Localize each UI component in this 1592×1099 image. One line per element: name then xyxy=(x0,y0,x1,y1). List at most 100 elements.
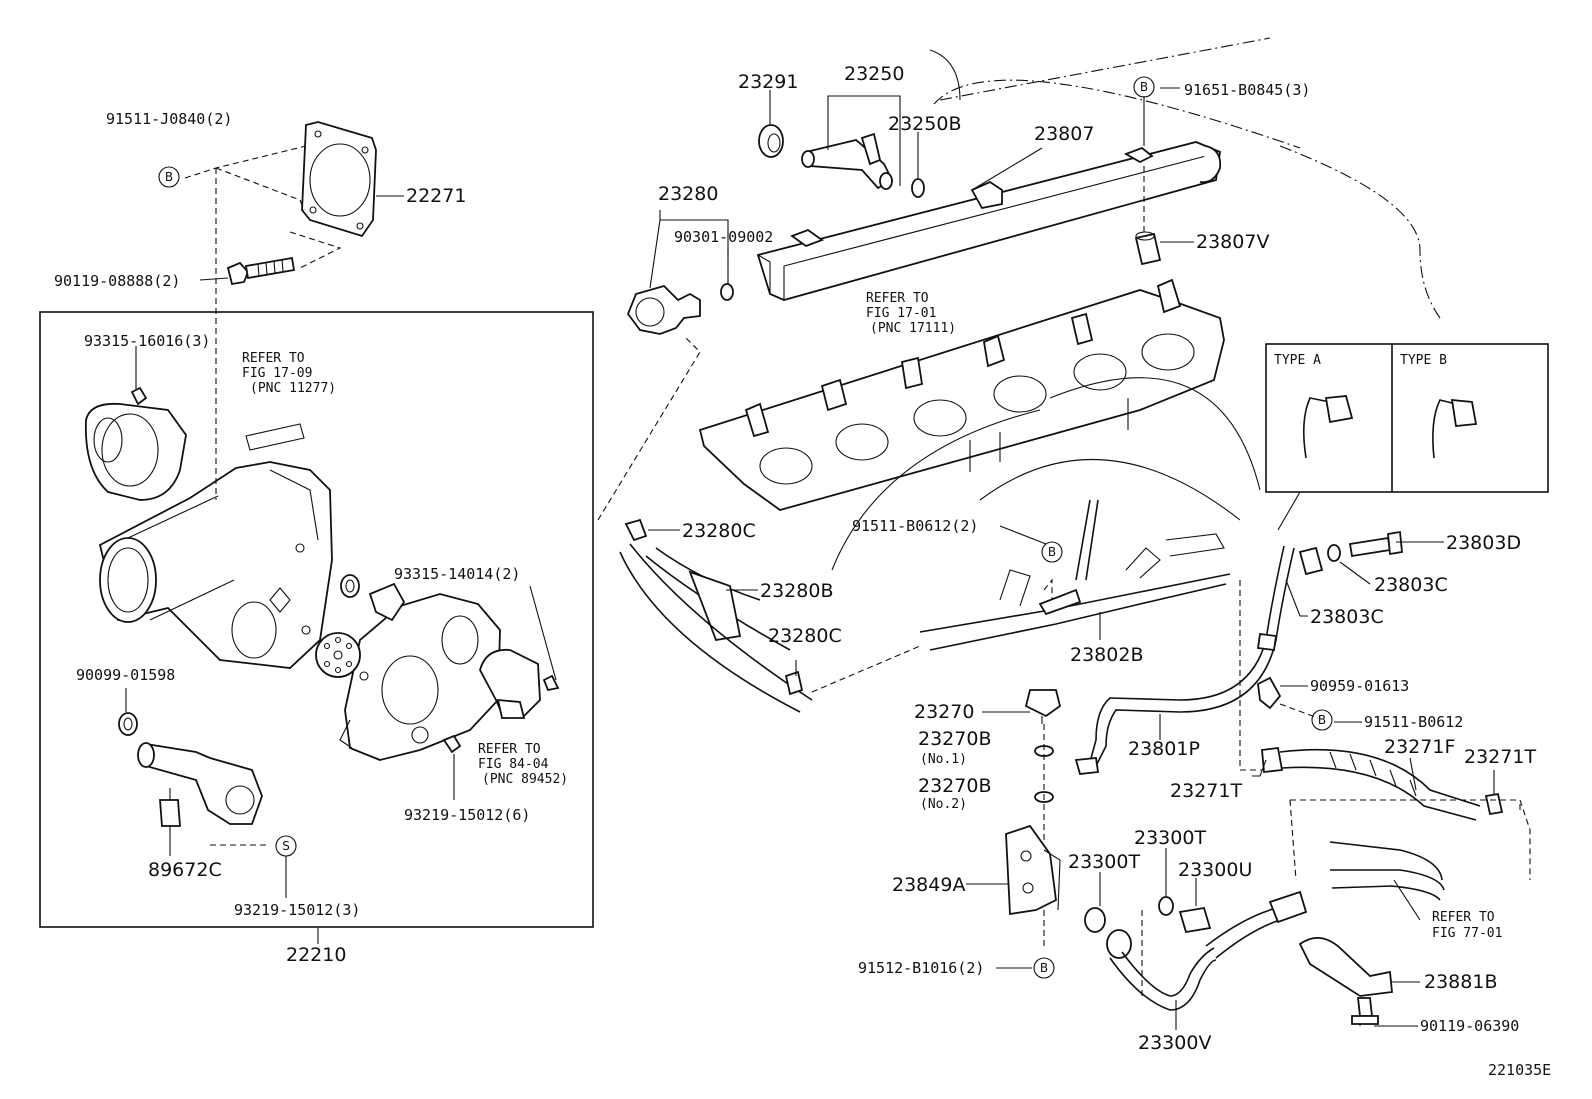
label-22210: 22210 xyxy=(286,944,346,966)
label-23300T-b: 23300T xyxy=(1068,851,1140,873)
bolt-90119-08888 xyxy=(226,256,296,286)
label-90301-09002: 90301-09002 xyxy=(674,228,773,246)
svg-text:B: B xyxy=(1140,80,1148,94)
symbol-s-1: S xyxy=(275,835,297,857)
label-23270B-2-note: (No.2) xyxy=(920,797,967,812)
throttle-body xyxy=(98,461,333,669)
symbol-b-5: B xyxy=(1033,957,1055,979)
motor-89672C xyxy=(118,712,263,827)
label-23300V: 23300V xyxy=(1138,1032,1211,1054)
intake-manifold xyxy=(698,278,1225,511)
label-23803C-a: 23803C xyxy=(1374,574,1448,596)
svg-text:FIG 17-01: FIG 17-01 xyxy=(866,306,936,321)
damper-23807V xyxy=(1134,231,1162,266)
svg-text:REFER TO: REFER TO xyxy=(1432,910,1495,925)
label-91511-J0840: 91511-J0840(2) xyxy=(106,110,232,128)
bracket-23849A xyxy=(1005,824,1061,916)
oring-23250B xyxy=(911,178,925,198)
label-23881B: 23881B xyxy=(1424,971,1497,993)
symbol-b-3: B xyxy=(1041,541,1063,563)
bolt-90119-06390 xyxy=(1351,997,1379,1025)
label-23270B-2: 23270B xyxy=(918,775,991,797)
ref-fig-17-01: REFER TO FIG 17-01 (PNC 17111) xyxy=(866,291,956,336)
label-91651-B0845: 91651-B0845(3) xyxy=(1184,81,1310,99)
type-a-label: TYPE A xyxy=(1274,353,1321,368)
pressure-regulator-23280 xyxy=(626,283,734,335)
svg-text:(PNC 89452): (PNC 89452) xyxy=(482,772,568,787)
throttle-gasket-93315 xyxy=(84,386,187,501)
label-23270B-1-note: (No.1) xyxy=(920,752,967,767)
svg-text:FIG 17-09: FIG 17-09 xyxy=(242,366,312,381)
label-91511-B0612: 91511-B0612 xyxy=(1364,713,1463,731)
label-23291: 23291 xyxy=(738,71,798,93)
fuel-pipe-23802B xyxy=(919,499,1231,651)
svg-text:B: B xyxy=(1048,545,1056,559)
label-23270B-1: 23270B xyxy=(918,728,991,750)
gasket-22271 xyxy=(301,121,377,238)
label-90959-01613: 90959-01613 xyxy=(1310,677,1409,695)
hose-23271F xyxy=(1261,747,1504,821)
svg-text:REFER TO: REFER TO xyxy=(478,742,541,757)
svg-text:(PNC 17111): (PNC 17111) xyxy=(870,321,956,336)
label-90099-01598: 90099-01598 xyxy=(76,666,175,684)
small-parts-center xyxy=(301,574,462,754)
pipe-ref-7701 xyxy=(1329,841,1445,921)
label-90119-06390: 90119-06390 xyxy=(1420,1017,1519,1035)
label-23801P: 23801P xyxy=(1128,738,1200,760)
label-23250: 23250 xyxy=(844,63,904,85)
fuel-hose-23300 xyxy=(1084,890,1308,1011)
svg-text:FIG 84-04: FIG 84-04 xyxy=(478,757,549,772)
diagram-code: 221035E xyxy=(1488,1061,1551,1079)
label-93219-15012-6: 93219-15012(6) xyxy=(404,806,530,824)
label-23802B: 23802B xyxy=(1070,644,1143,666)
label-90119-08888: 90119-08888(2) xyxy=(54,272,180,290)
label-23803D: 23803D xyxy=(1446,532,1521,554)
ref-fig-77-01: REFER TO FIG 77-01 xyxy=(1432,910,1502,941)
label-23250B: 23250B xyxy=(888,113,961,135)
label-23271T-a: 23271T xyxy=(1464,746,1536,768)
label-23271T-b: 23271T xyxy=(1170,780,1242,802)
svg-text:REFER TO: REFER TO xyxy=(242,351,305,366)
label-23271F: 23271F xyxy=(1384,736,1455,758)
svg-text:B: B xyxy=(165,170,173,184)
fuel-hose-23280B xyxy=(619,543,813,713)
sensor-89452 xyxy=(479,648,560,719)
svg-text:FIG 77-01: FIG 77-01 xyxy=(1432,926,1502,941)
assembly-box-22210 xyxy=(39,311,594,928)
throttle-cover xyxy=(339,593,501,761)
symbol-b-1: B xyxy=(158,166,180,188)
insulator-23291 xyxy=(758,124,784,158)
svg-text:B: B xyxy=(1318,713,1326,727)
svg-text:B: B xyxy=(1040,961,1048,975)
ref-fig-17-09: REFER TO FIG 17-09 (PNC 11277) xyxy=(242,351,336,396)
fuel-rail-23807 xyxy=(756,141,1222,301)
symbol-b-2: B xyxy=(1133,76,1155,98)
type-b-label: TYPE B xyxy=(1400,353,1447,368)
label-91511-B0612-2: 91511-B0612(2) xyxy=(852,517,978,535)
label-23300T-a: 23300T xyxy=(1134,827,1206,849)
label-93315-16016: 93315-16016(3) xyxy=(84,332,210,350)
label-23807: 23807 xyxy=(1034,123,1094,145)
label-89672C: 89672C xyxy=(148,859,222,881)
label-23803C-b: 23803C xyxy=(1310,606,1384,628)
label-23280C-a: 23280C xyxy=(682,520,756,542)
clamp-23280C xyxy=(624,518,804,696)
label-23300U: 23300U xyxy=(1178,859,1252,881)
label-23807V: 23807V xyxy=(1196,231,1269,253)
label-91512-B1016: 91512-B1016(2) xyxy=(858,959,984,977)
label-23280C-b: 23280C xyxy=(768,625,842,647)
bracket-90959 xyxy=(1257,676,1282,710)
injector-23250 xyxy=(801,132,894,190)
svg-text:REFER TO: REFER TO xyxy=(866,291,929,306)
damper-23270 xyxy=(1024,689,1062,803)
fitting-23803 xyxy=(1298,530,1403,576)
svg-text:S: S xyxy=(282,839,290,853)
label-23280: 23280 xyxy=(658,183,718,205)
clamp-23881B xyxy=(1298,937,1393,997)
label-23270: 23270 xyxy=(914,701,974,723)
label-93315-14014: 93315-14014(2) xyxy=(394,565,520,583)
symbol-b-4: B xyxy=(1311,709,1333,731)
svg-text:(PNC 11277): (PNC 11277) xyxy=(250,381,336,396)
label-23280B: 23280B xyxy=(760,580,833,602)
